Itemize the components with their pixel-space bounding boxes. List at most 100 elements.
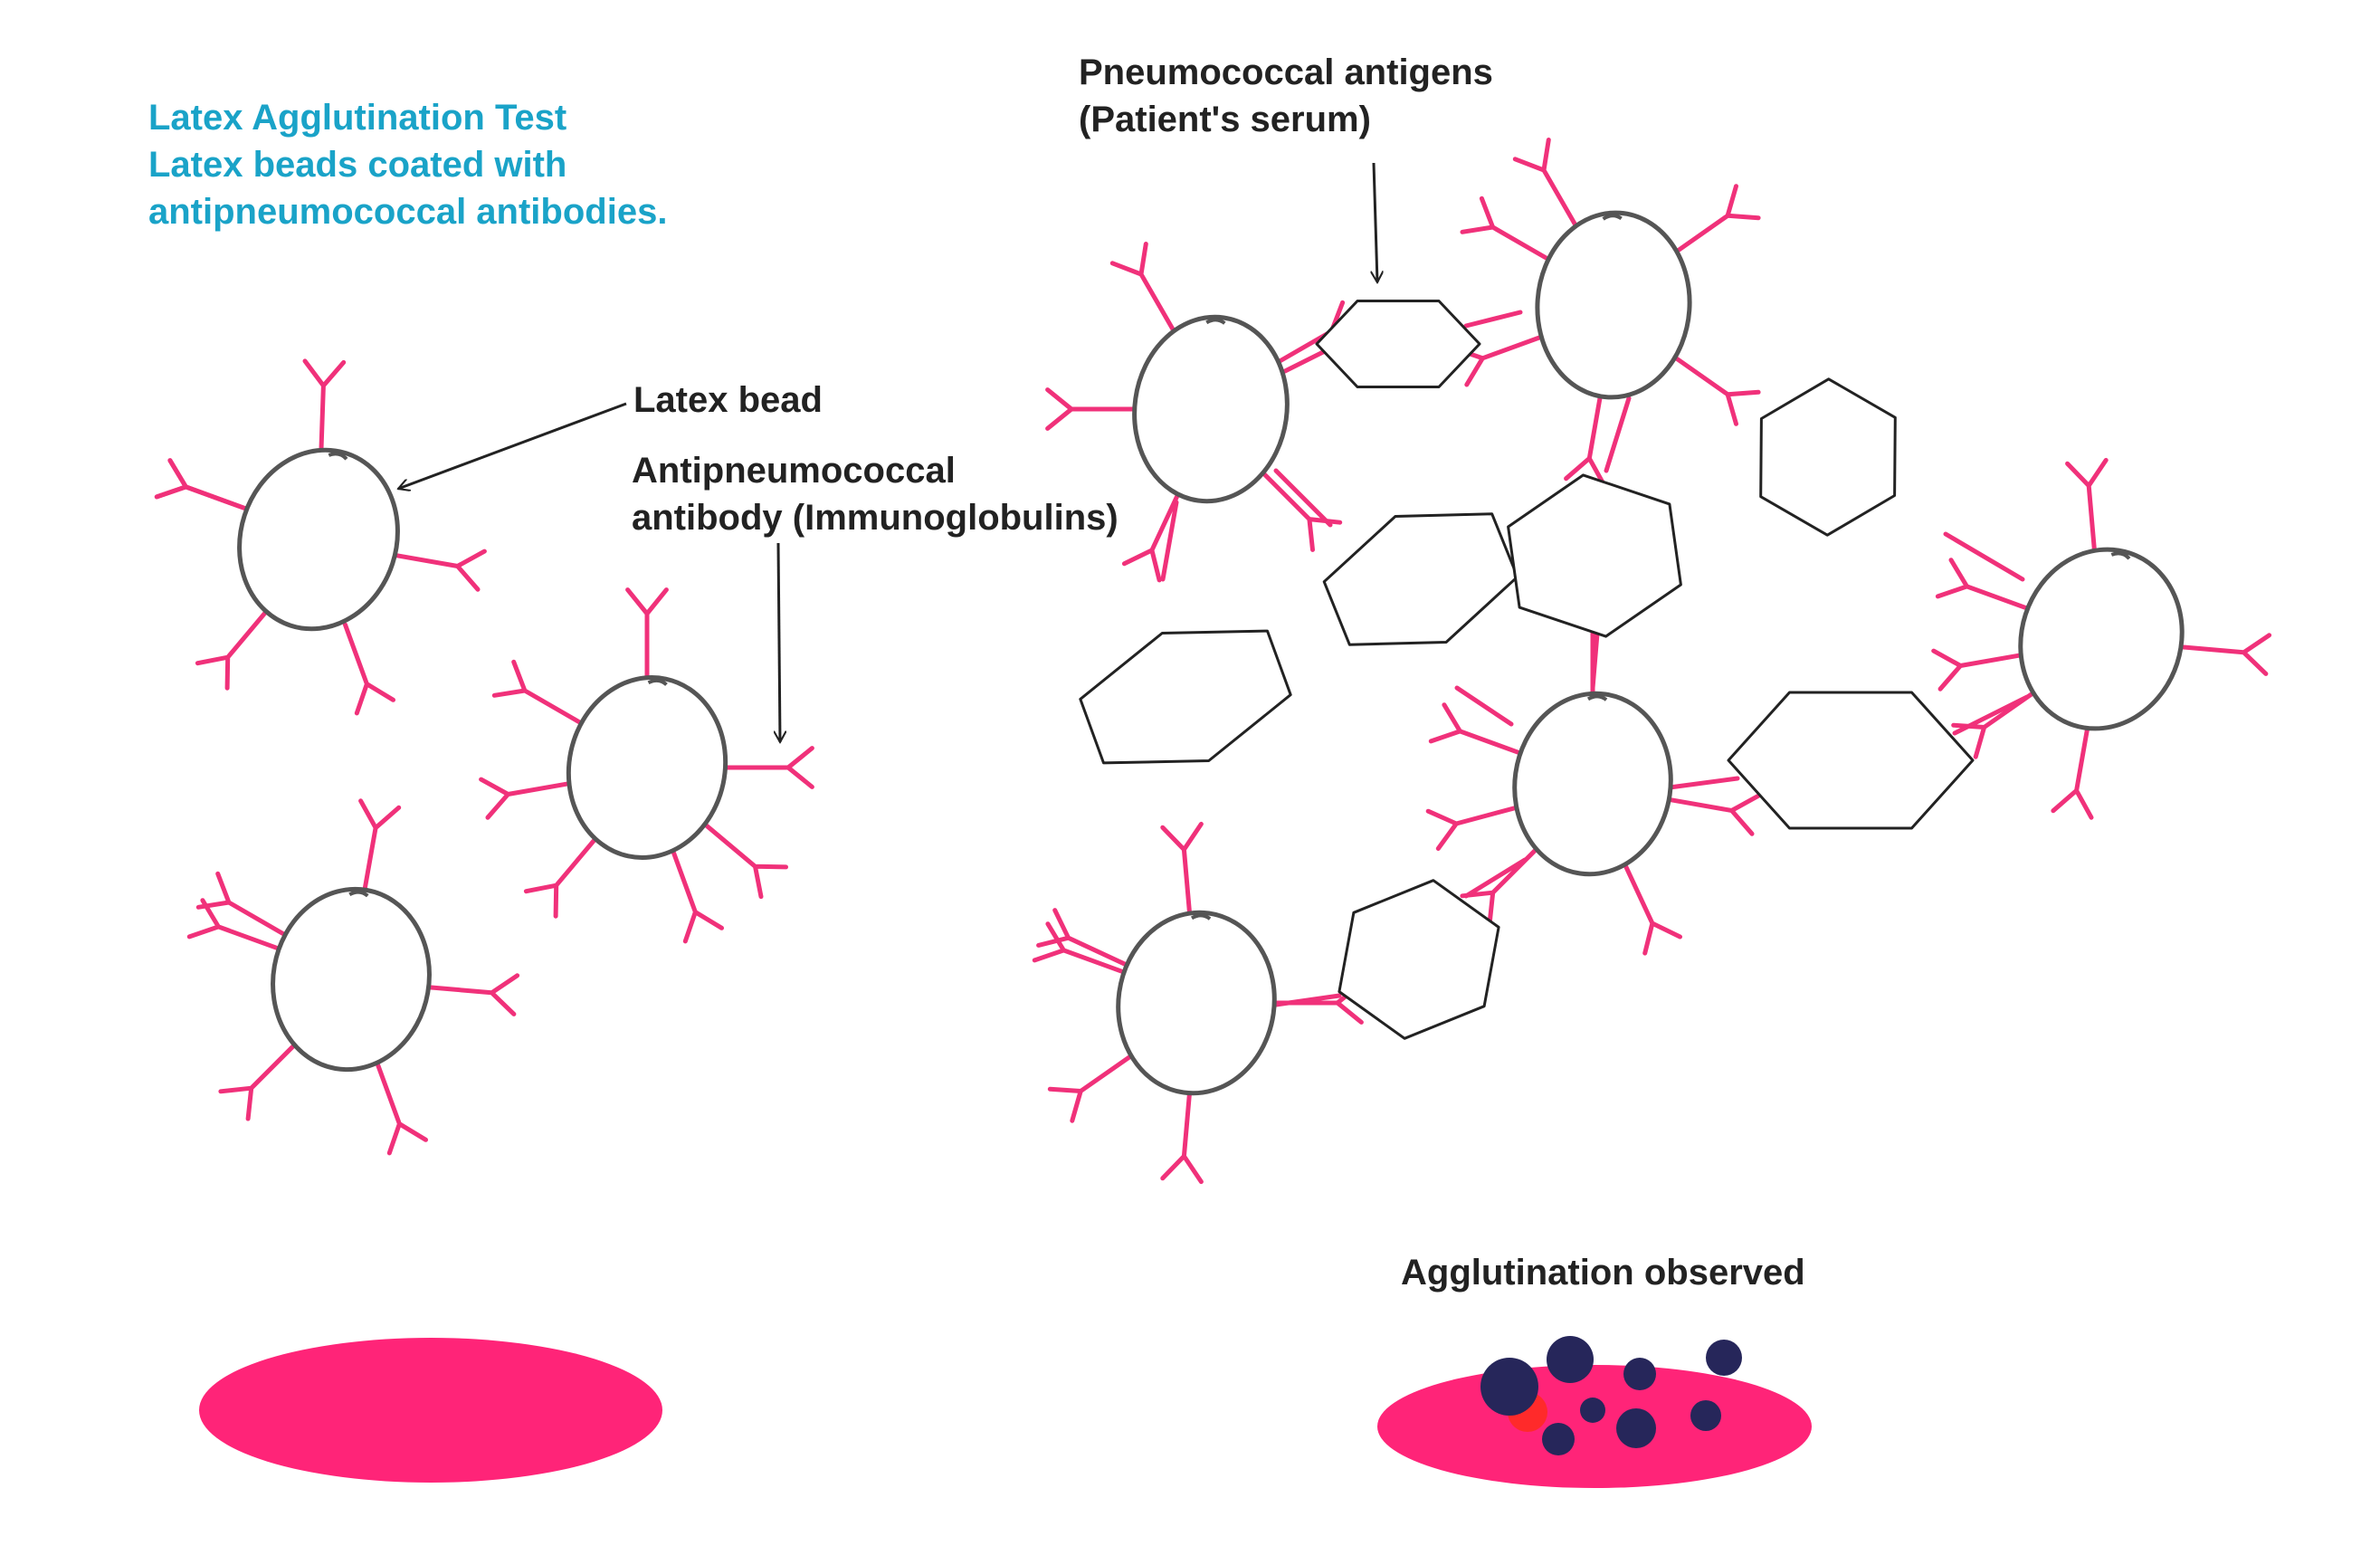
latex-bead-5: [1535, 210, 1692, 400]
latex-bead-2: [566, 675, 728, 860]
pneumococcal-antigen-5: [1079, 629, 1292, 765]
antigen-label: Pneumococcal antigens (Patient's serum): [1079, 49, 1493, 143]
pneumococcal-antigen-1: [1315, 300, 1481, 388]
bead-1-mark: [328, 452, 348, 461]
antibody-2-6: [722, 746, 814, 789]
bridging-antibody-7: [1454, 685, 1514, 727]
pneumococcal-antigen-7: [1338, 879, 1500, 1040]
antigens-layer: [1079, 300, 1975, 1040]
diagram-title: Latex Agglutination Test Latex beads coa…: [148, 94, 667, 235]
agglutination-clump-2: [1547, 1336, 1594, 1383]
antibody-6-2: [1428, 702, 1522, 756]
antibody-arrow: [778, 542, 780, 742]
bead-3-mark: [348, 890, 369, 898]
pneumococcal-antigen-3: [1322, 512, 1519, 646]
bead-4-mark: [1205, 318, 1226, 325]
bridging-antibody-11: [1273, 993, 1342, 1007]
antibody-7-5: [2051, 726, 2094, 820]
latex-bead-8: [1116, 910, 1277, 1096]
latex-bead-4: [1132, 314, 1290, 504]
agglutination-label: Agglutination observed: [1401, 1253, 1805, 1293]
title-line-3: antipneumococcal antibodies.: [148, 192, 668, 232]
bridging-antibody-8: [1667, 776, 1740, 790]
bridging-antibody-4: [1273, 468, 1333, 528]
agglutination-clump-6: [1616, 1408, 1656, 1448]
antibody-1-1: [302, 358, 347, 452]
pneumococcal-antigen-4: [1507, 473, 1682, 638]
bridging-antibody-9: [1952, 694, 2030, 736]
antigen-arrow: [1374, 162, 1377, 282]
antibody-4-4: [1261, 472, 1343, 552]
slides-layer: [199, 1336, 1812, 1488]
arrows-layer: [398, 162, 1377, 742]
negative-test-slide: [199, 1338, 662, 1483]
antibody-1-5: [342, 622, 395, 716]
antibody-4-1: [1109, 242, 1176, 332]
title-line-2: Latex beads coated with: [148, 145, 567, 185]
positive-test-slide: [1377, 1365, 1812, 1488]
antibody-5-3: [1673, 356, 1761, 426]
agglutination-clump-1: [1480, 1358, 1538, 1416]
agglutination-clump-3: [1623, 1358, 1656, 1390]
antibody-1-6: [154, 458, 248, 511]
antibody-label-line-2: antibody (Immunoglobulins): [632, 498, 1119, 538]
latex-bead-label: Latex bead: [633, 380, 823, 420]
agglutination-clump-7: [1690, 1400, 1721, 1431]
agglutination-clump-5: [1542, 1423, 1575, 1455]
beads-layer: [237, 210, 2185, 1096]
antibody-8-2: [1036, 908, 1128, 968]
antibody-2-3: [479, 777, 573, 820]
antibody-5-6: [1460, 196, 1550, 262]
antibody-2-5: [671, 850, 724, 944]
antibody-3-6: [195, 871, 286, 937]
latex-bead-arrow: [398, 402, 627, 489]
antibody-3-3: [426, 973, 520, 1016]
pneumococcal-antigen-2: [1759, 377, 1897, 537]
antibody-label: Antipneumococcal antibody (Immunoglobuli…: [632, 447, 1119, 541]
antibody-label-line-1: Antipneumococcal: [632, 451, 956, 491]
bridging-antibody-12: [1463, 857, 1528, 899]
bridging-antibody-10: [1943, 531, 2025, 582]
latex-bead-6: [1512, 691, 1673, 877]
antibody-3-5: [375, 1062, 428, 1156]
antibody-2-4: [523, 835, 600, 919]
bridging-antibody-6: [1590, 631, 1600, 691]
bridging-antibody-5: [1160, 500, 1179, 582]
antibody-1-4: [195, 606, 271, 691]
antibody-8-1: [1160, 821, 1204, 915]
antibody-6-4: [1667, 793, 1761, 836]
antibody-3-1: [358, 798, 402, 892]
latex-bead-7: [2018, 547, 2185, 731]
antibody-2-2: [491, 659, 582, 725]
antibody-4-2: [1045, 387, 1138, 431]
bead-6-mark: [1586, 694, 1608, 701]
bead-2-mark: [647, 678, 668, 687]
antibody-5-4: [1564, 394, 1607, 488]
bead-5-mark: [1602, 214, 1623, 221]
antigen-label-line-2: (Patient's serum): [1079, 100, 1371, 139]
agglutination-clump-4: [1706, 1340, 1742, 1376]
antibodies-layer: [154, 138, 2272, 1185]
antibody-5-2: [1673, 184, 1761, 254]
bead-7-mark: [2110, 551, 2131, 560]
bridging-antibody-2: [1463, 310, 1523, 329]
latex-bead-1: [237, 447, 400, 632]
latex-bead-3: [271, 886, 432, 1073]
antibody-2-1: [625, 587, 669, 680]
antibody-6-3: [1425, 805, 1520, 851]
bridging-antibody-3: [1604, 396, 1632, 473]
antibody-8-4: [1047, 1052, 1136, 1123]
agglutination-clump-8: [1580, 1398, 1605, 1423]
antibody-1-3: [393, 549, 487, 592]
antibody-2-7: [704, 823, 788, 900]
antibody-7-2: [1935, 558, 2029, 611]
antibody-7-1: [2065, 457, 2109, 551]
antibody-6-5: [1623, 863, 1682, 956]
antibody-5-1: [1512, 138, 1578, 228]
antigen-label-line-1: Pneumococcal antigens: [1079, 52, 1493, 92]
antibody-7-4: [2178, 633, 2272, 676]
antibody-3-4: [218, 1041, 299, 1121]
antibody-8-3: [1032, 921, 1126, 975]
title-line-1: Latex Agglutination Test: [148, 98, 567, 138]
